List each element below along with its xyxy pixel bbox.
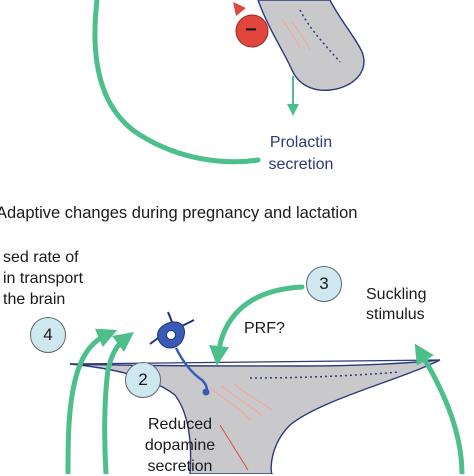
pituitary-top-dots — [299, 9, 341, 63]
suckling-label-line1: Suckling — [366, 286, 427, 303]
step-marker-3: 3 — [306, 266, 342, 302]
left-arrow-outer — [65, 328, 118, 474]
prf-arrow — [209, 284, 305, 366]
section-title: Adaptive changes during pregnancy and la… — [0, 204, 358, 222]
left-arrow-inner — [102, 331, 134, 474]
inhibit-arrowhead — [233, 2, 246, 16]
pituitary-top — [257, 0, 365, 91]
dopamine-label-line2: dopamine — [144, 437, 216, 454]
neuron-axon — [174, 347, 209, 393]
capillary-bottom-2 — [221, 385, 263, 417]
inhibit-symbol: − — [245, 19, 257, 41]
prf-label: PRF? — [244, 320, 285, 337]
neuron-dendrite — [167, 311, 173, 323]
neuron-dendrite-2 — [181, 319, 195, 327]
capillary-top — [281, 19, 301, 49]
axon-terminal — [202, 388, 210, 396]
pituitary-bottom-dots — [249, 371, 401, 379]
left-text-line2: in transport — [3, 270, 84, 287]
neuron-nucleus — [166, 330, 176, 340]
inhibit-circle — [235, 14, 269, 48]
prolactin-label-line2: secretion — [268, 156, 334, 173]
capillary-bottom — [209, 387, 251, 421]
suckling-label-line2: stimulus — [366, 306, 425, 323]
capillary-top-2 — [291, 21, 311, 51]
prolactin-label-line1: Prolactin — [269, 134, 333, 151]
neuron-dendrite-3 — [149, 337, 159, 345]
suckling-arrow — [414, 343, 465, 474]
dopamine-label-line1: Reduced — [147, 416, 213, 433]
feedback-loop-arrow — [92, 0, 261, 165]
left-text-line3: the brain — [3, 291, 66, 308]
capillary-bottom-3 — [233, 383, 273, 411]
step-marker-4: 4 — [30, 317, 66, 353]
left-text-line1: sed rate of — [3, 249, 79, 266]
dopamine-label-line3: secretion — [147, 458, 213, 475]
step-marker-2: 2 — [125, 362, 161, 398]
tissue-top-edge — [69, 359, 441, 365]
dopamine-pointer — [219, 424, 249, 471]
pituitary-bottom — [69, 359, 441, 474]
